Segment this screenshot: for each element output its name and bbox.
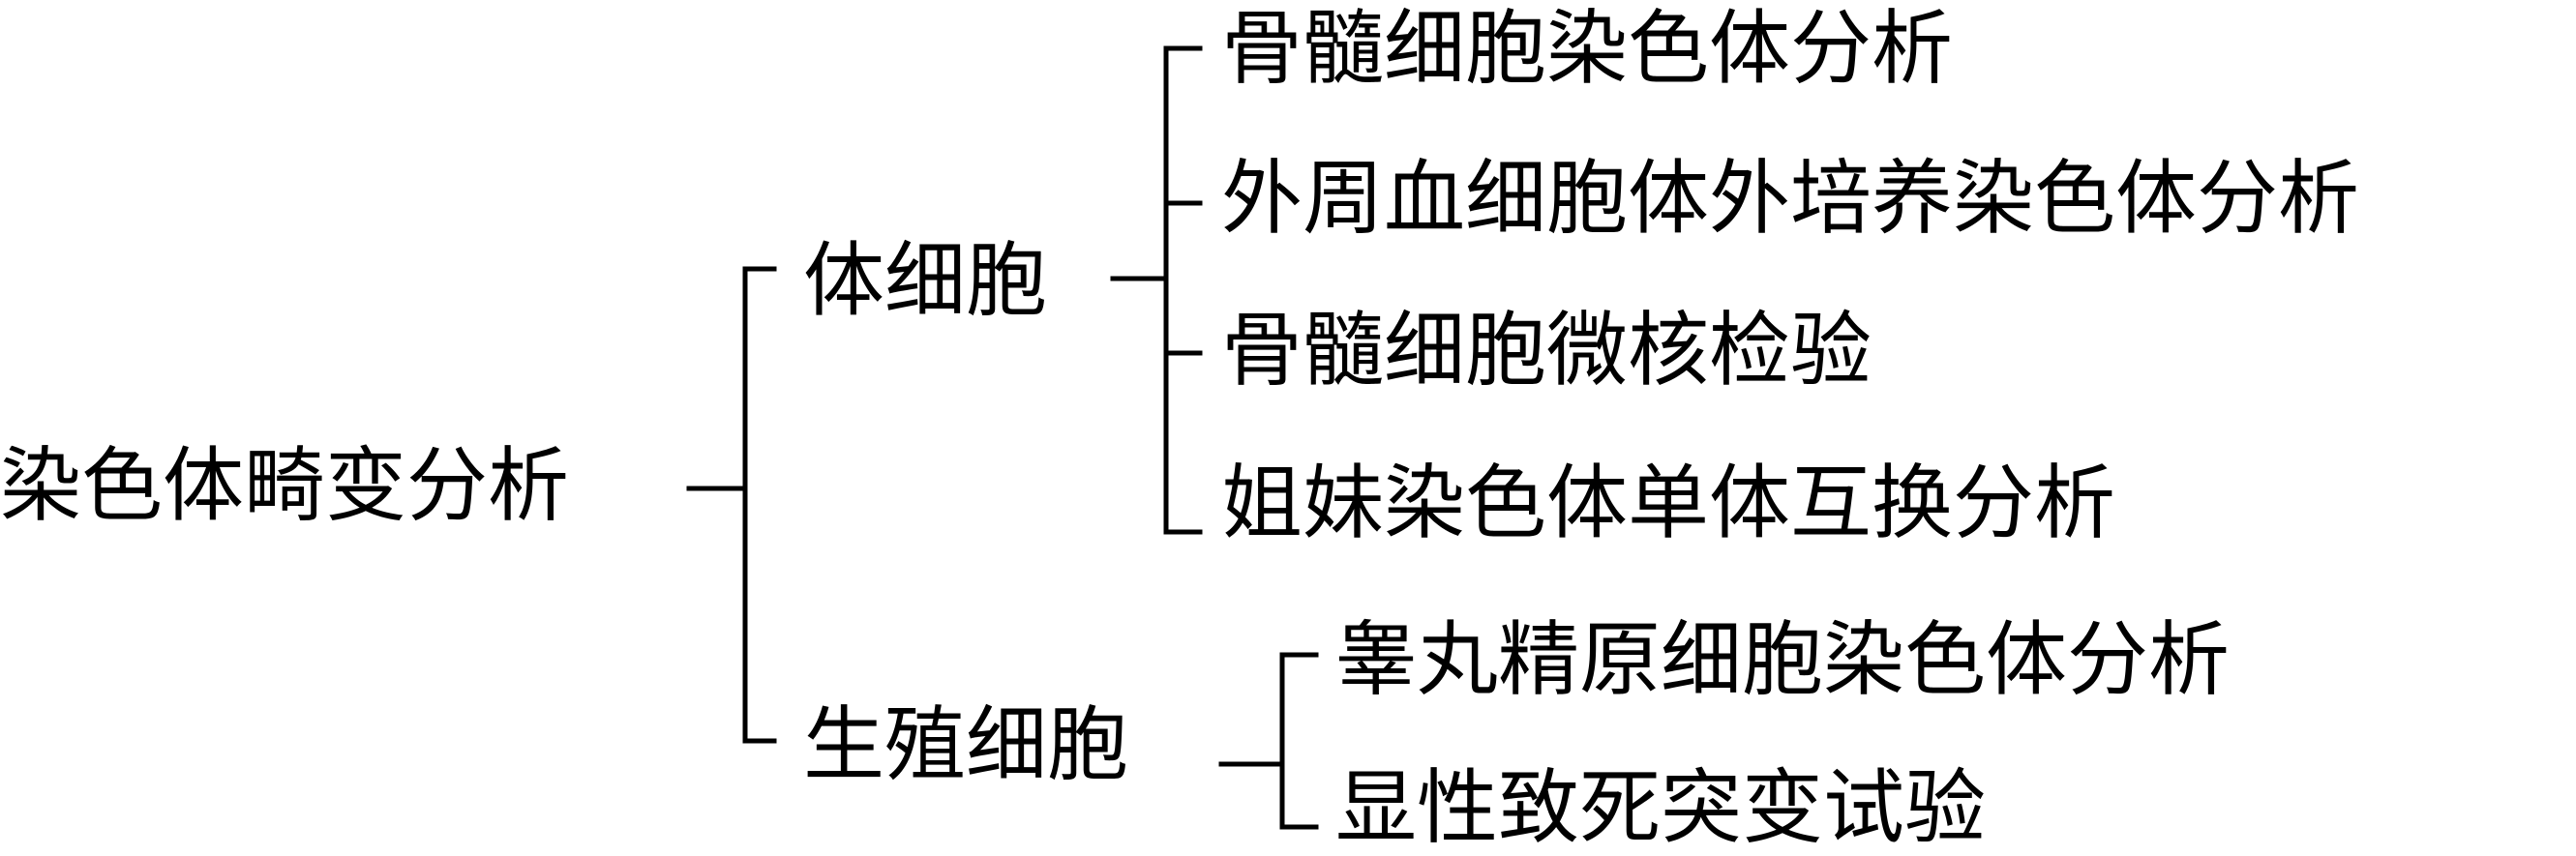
leaf-node-bone-marrow-micronucleus-test: 骨髓细胞微核检验	[1221, 303, 1872, 398]
leaf-node-sister-chromatid-exchange-analysis: 姐妹染色体单体互换分析	[1221, 456, 2116, 550]
branch-node-somatic-cell: 体细胞	[803, 233, 1048, 328]
leaf-node-bone-marrow-chromosome-analysis: 骨髓细胞染色体分析	[1221, 1, 1954, 96]
root-node-chromosome-aberration-analysis: 染色体畸变分析	[0, 438, 570, 533]
branch-node-germ-cell: 生殖细胞	[803, 697, 1129, 792]
leaf-node-dominant-lethal-mutation-test: 显性致死突变试验	[1335, 760, 1987, 855]
leaf-node-spermatogonia-chromosome-analysis: 睾丸精原细胞染色体分析	[1335, 612, 2231, 707]
leaf-node-peripheral-blood-culture-chromosome-analysis: 外周血细胞体外培养染色体分析	[1221, 151, 2360, 246]
